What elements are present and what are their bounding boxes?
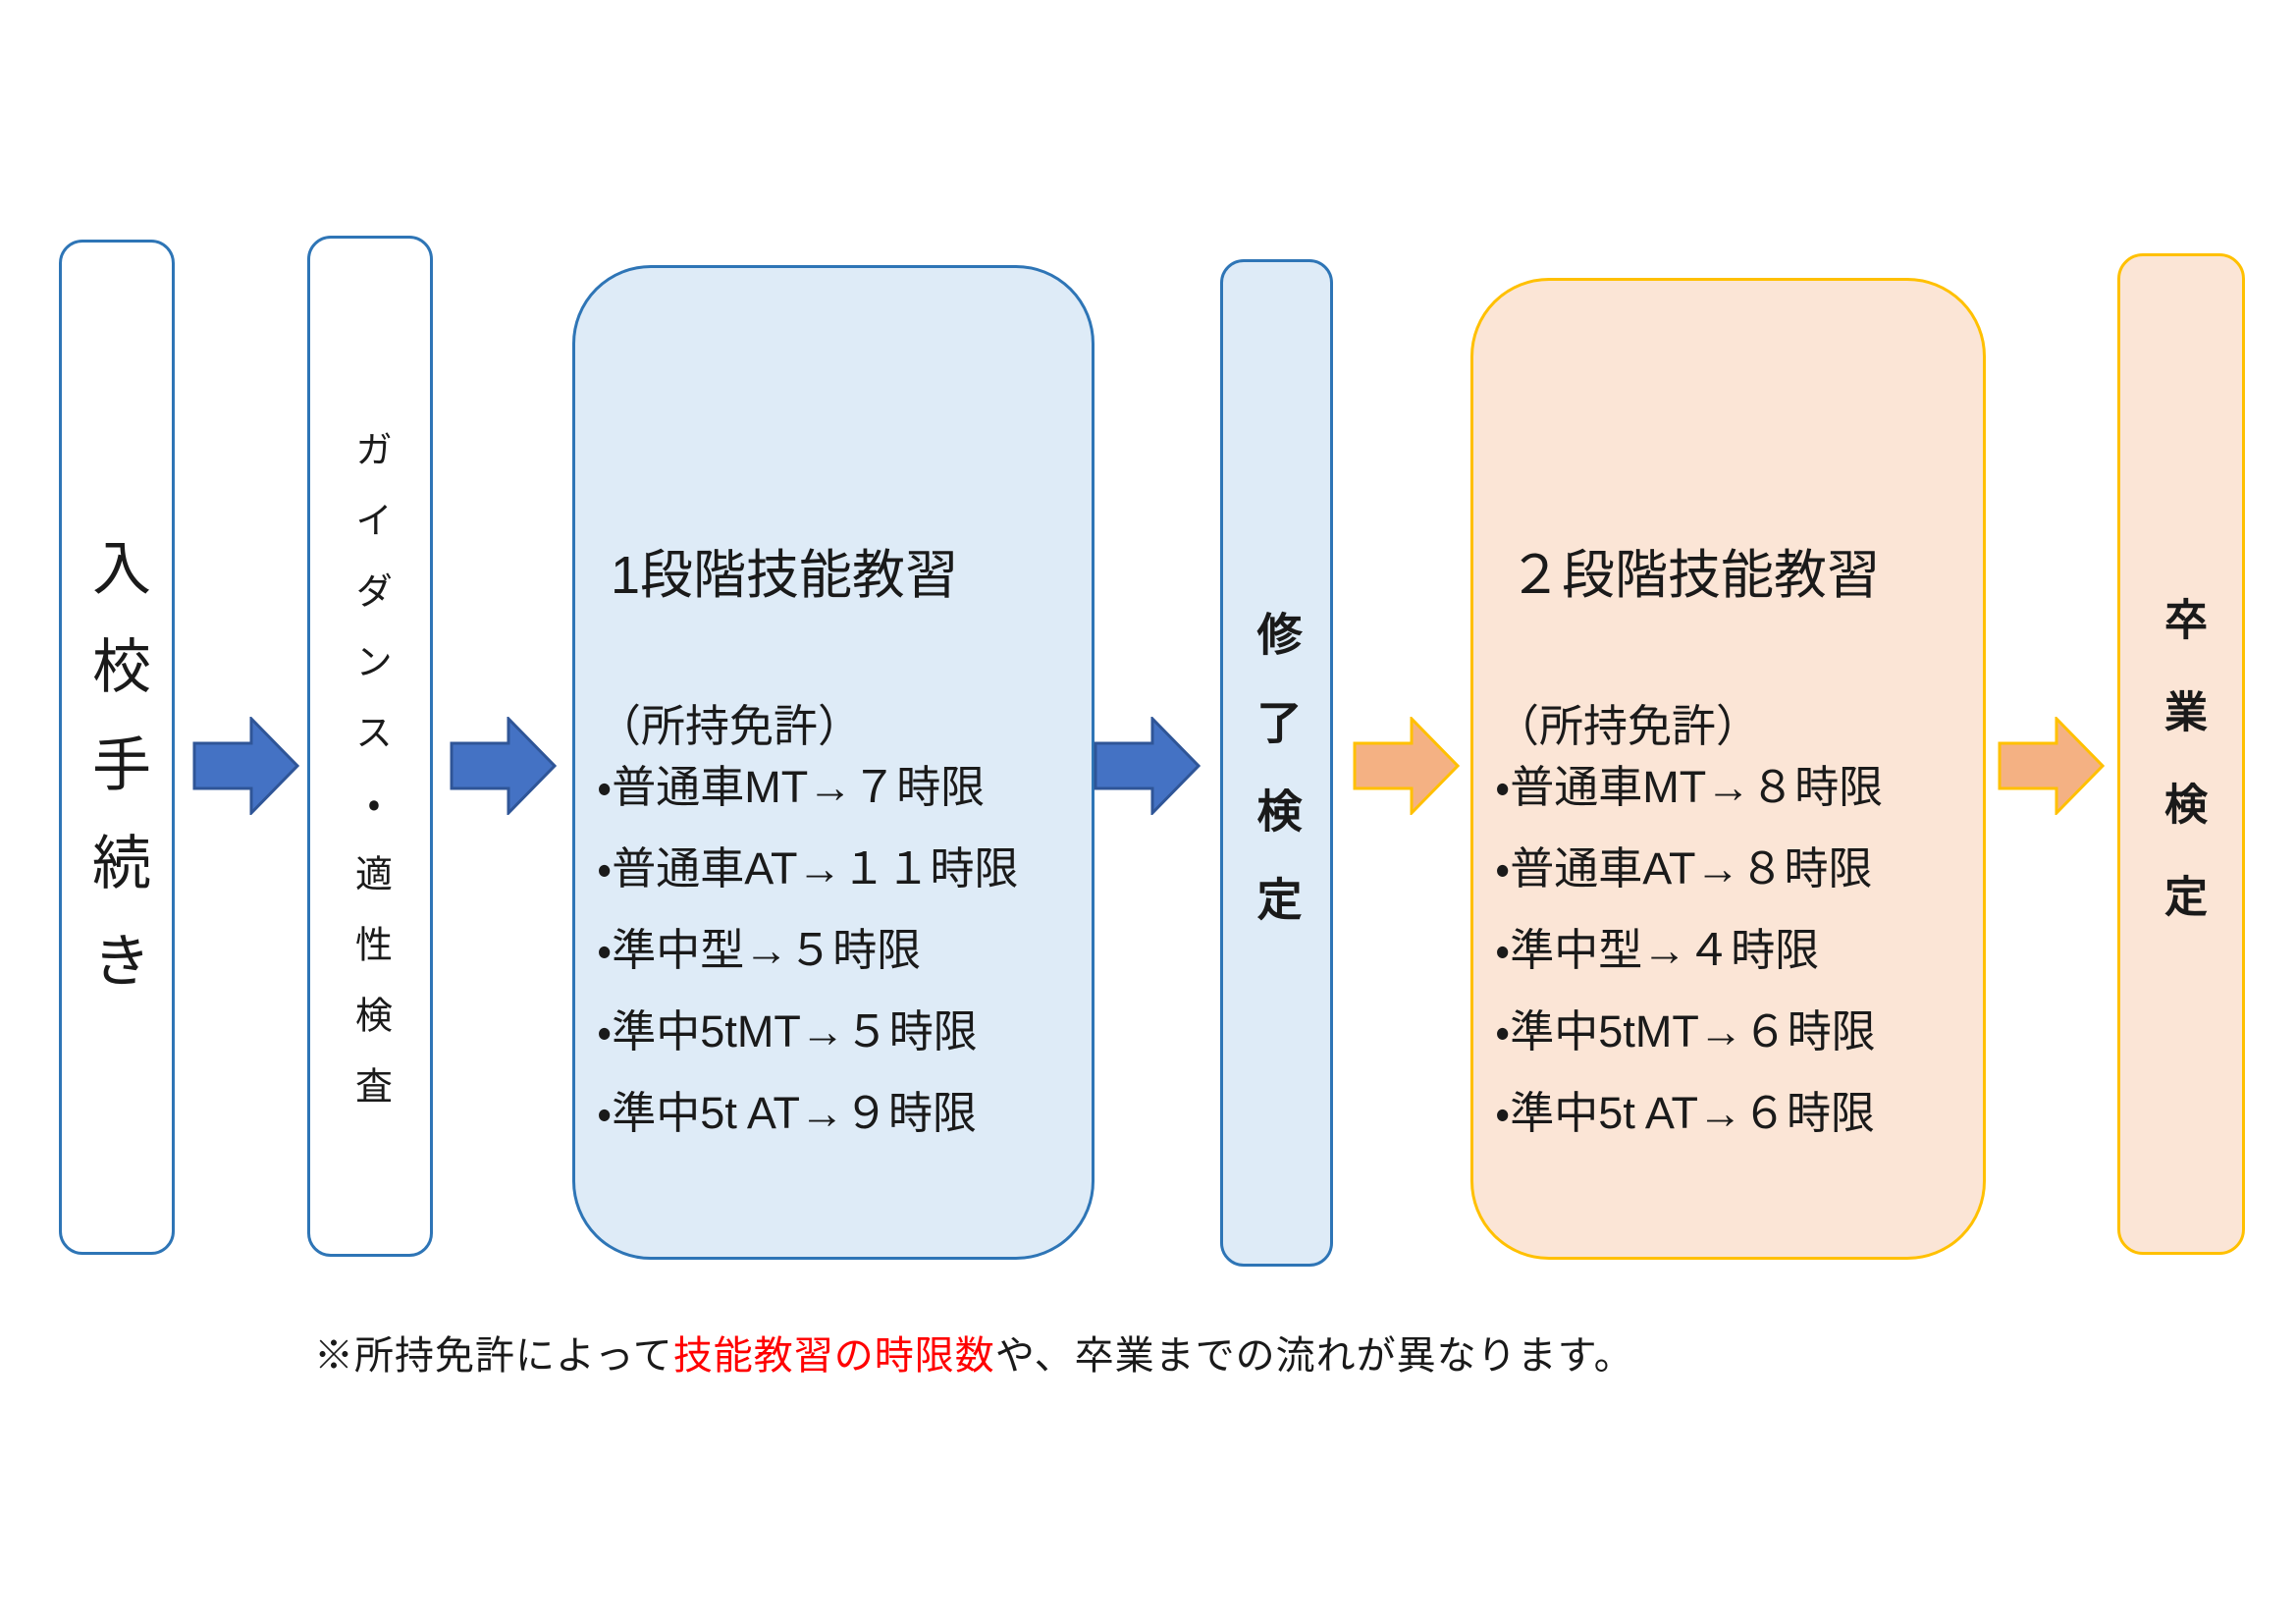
node-entry: 入校手続き: [59, 240, 175, 1255]
node-graduation-exam: 卒業検定: [2117, 253, 2245, 1255]
node-completion-exam-label: 修了検定: [1251, 611, 1303, 964]
stage1-item: ・普通車AT→１１時限: [597, 843, 1019, 893]
stage2-item: ・準中5t AT→６時限: [1495, 1088, 1876, 1138]
stage1-subtitle: （所持免許）: [597, 701, 863, 751]
node-graduation-exam-label: 卒業検定: [2158, 597, 2206, 966]
arrow-right-icon: [450, 717, 557, 815]
stage2-title: ２段階技能教習: [1509, 546, 1880, 605]
arrow-right-icon: [1353, 717, 1460, 815]
arrow-right-icon: [1998, 717, 2105, 815]
node-entry-label: 入校手続き: [83, 537, 150, 1028]
stage1-title: 1段階技能教習: [611, 546, 959, 605]
footnote-prefix: ※所持免許によって: [314, 1334, 673, 1378]
footnote: ※所持免許によって技能教習の時限数や、卒業までの流れが異なります。: [314, 1324, 1634, 1380]
stage2-items: ・普通車MT→８時限 ・普通車AT→８時限 ・準中型→４時限 ・準中5tMT→６…: [1495, 762, 1883, 1169]
arrow-right-icon: [192, 717, 299, 815]
stage2-item: ・準中5tMT→６時限: [1495, 1006, 1876, 1056]
stage2-subtitle: （所持免許）: [1495, 701, 1761, 751]
stage1-items: ・普通車MT→７時限 ・普通車AT→１１時限 ・準中型→５時限 ・準中5tMT→…: [597, 762, 1018, 1169]
node-guidance: ガイダンス・適性検査: [307, 236, 433, 1257]
node-stage1: 1段階技能教習 （所持免許） ・普通車MT→７時限 ・普通車AT→１１時限 ・準…: [572, 265, 1095, 1260]
stage2-item: ・準中型→４時限: [1495, 925, 1820, 975]
node-completion-exam: 修了検定: [1220, 259, 1333, 1267]
stage2-item: ・普通車AT→８時限: [1495, 843, 1873, 893]
stage1-item: ・準中5t AT→９時限: [597, 1088, 978, 1138]
node-guidance-label: ガイダンス・適性検査: [348, 430, 391, 1137]
stage2-item: ・普通車MT→８時限: [1495, 762, 1884, 812]
stage1-item: ・準中型→５時限: [597, 925, 922, 975]
footnote-suffix: や、卒業までの流れが異なります。: [994, 1334, 1634, 1378]
node-stage2: ２段階技能教習 （所持免許） ・普通車MT→８時限 ・普通車AT→８時限 ・準中…: [1470, 278, 1986, 1260]
arrow-right-icon: [1094, 717, 1201, 815]
footnote-highlight: 技能教習の時限数: [672, 1334, 995, 1378]
stage1-item: ・準中5tMT→５時限: [597, 1006, 978, 1056]
stage1-item: ・普通車MT→７時限: [597, 762, 986, 812]
